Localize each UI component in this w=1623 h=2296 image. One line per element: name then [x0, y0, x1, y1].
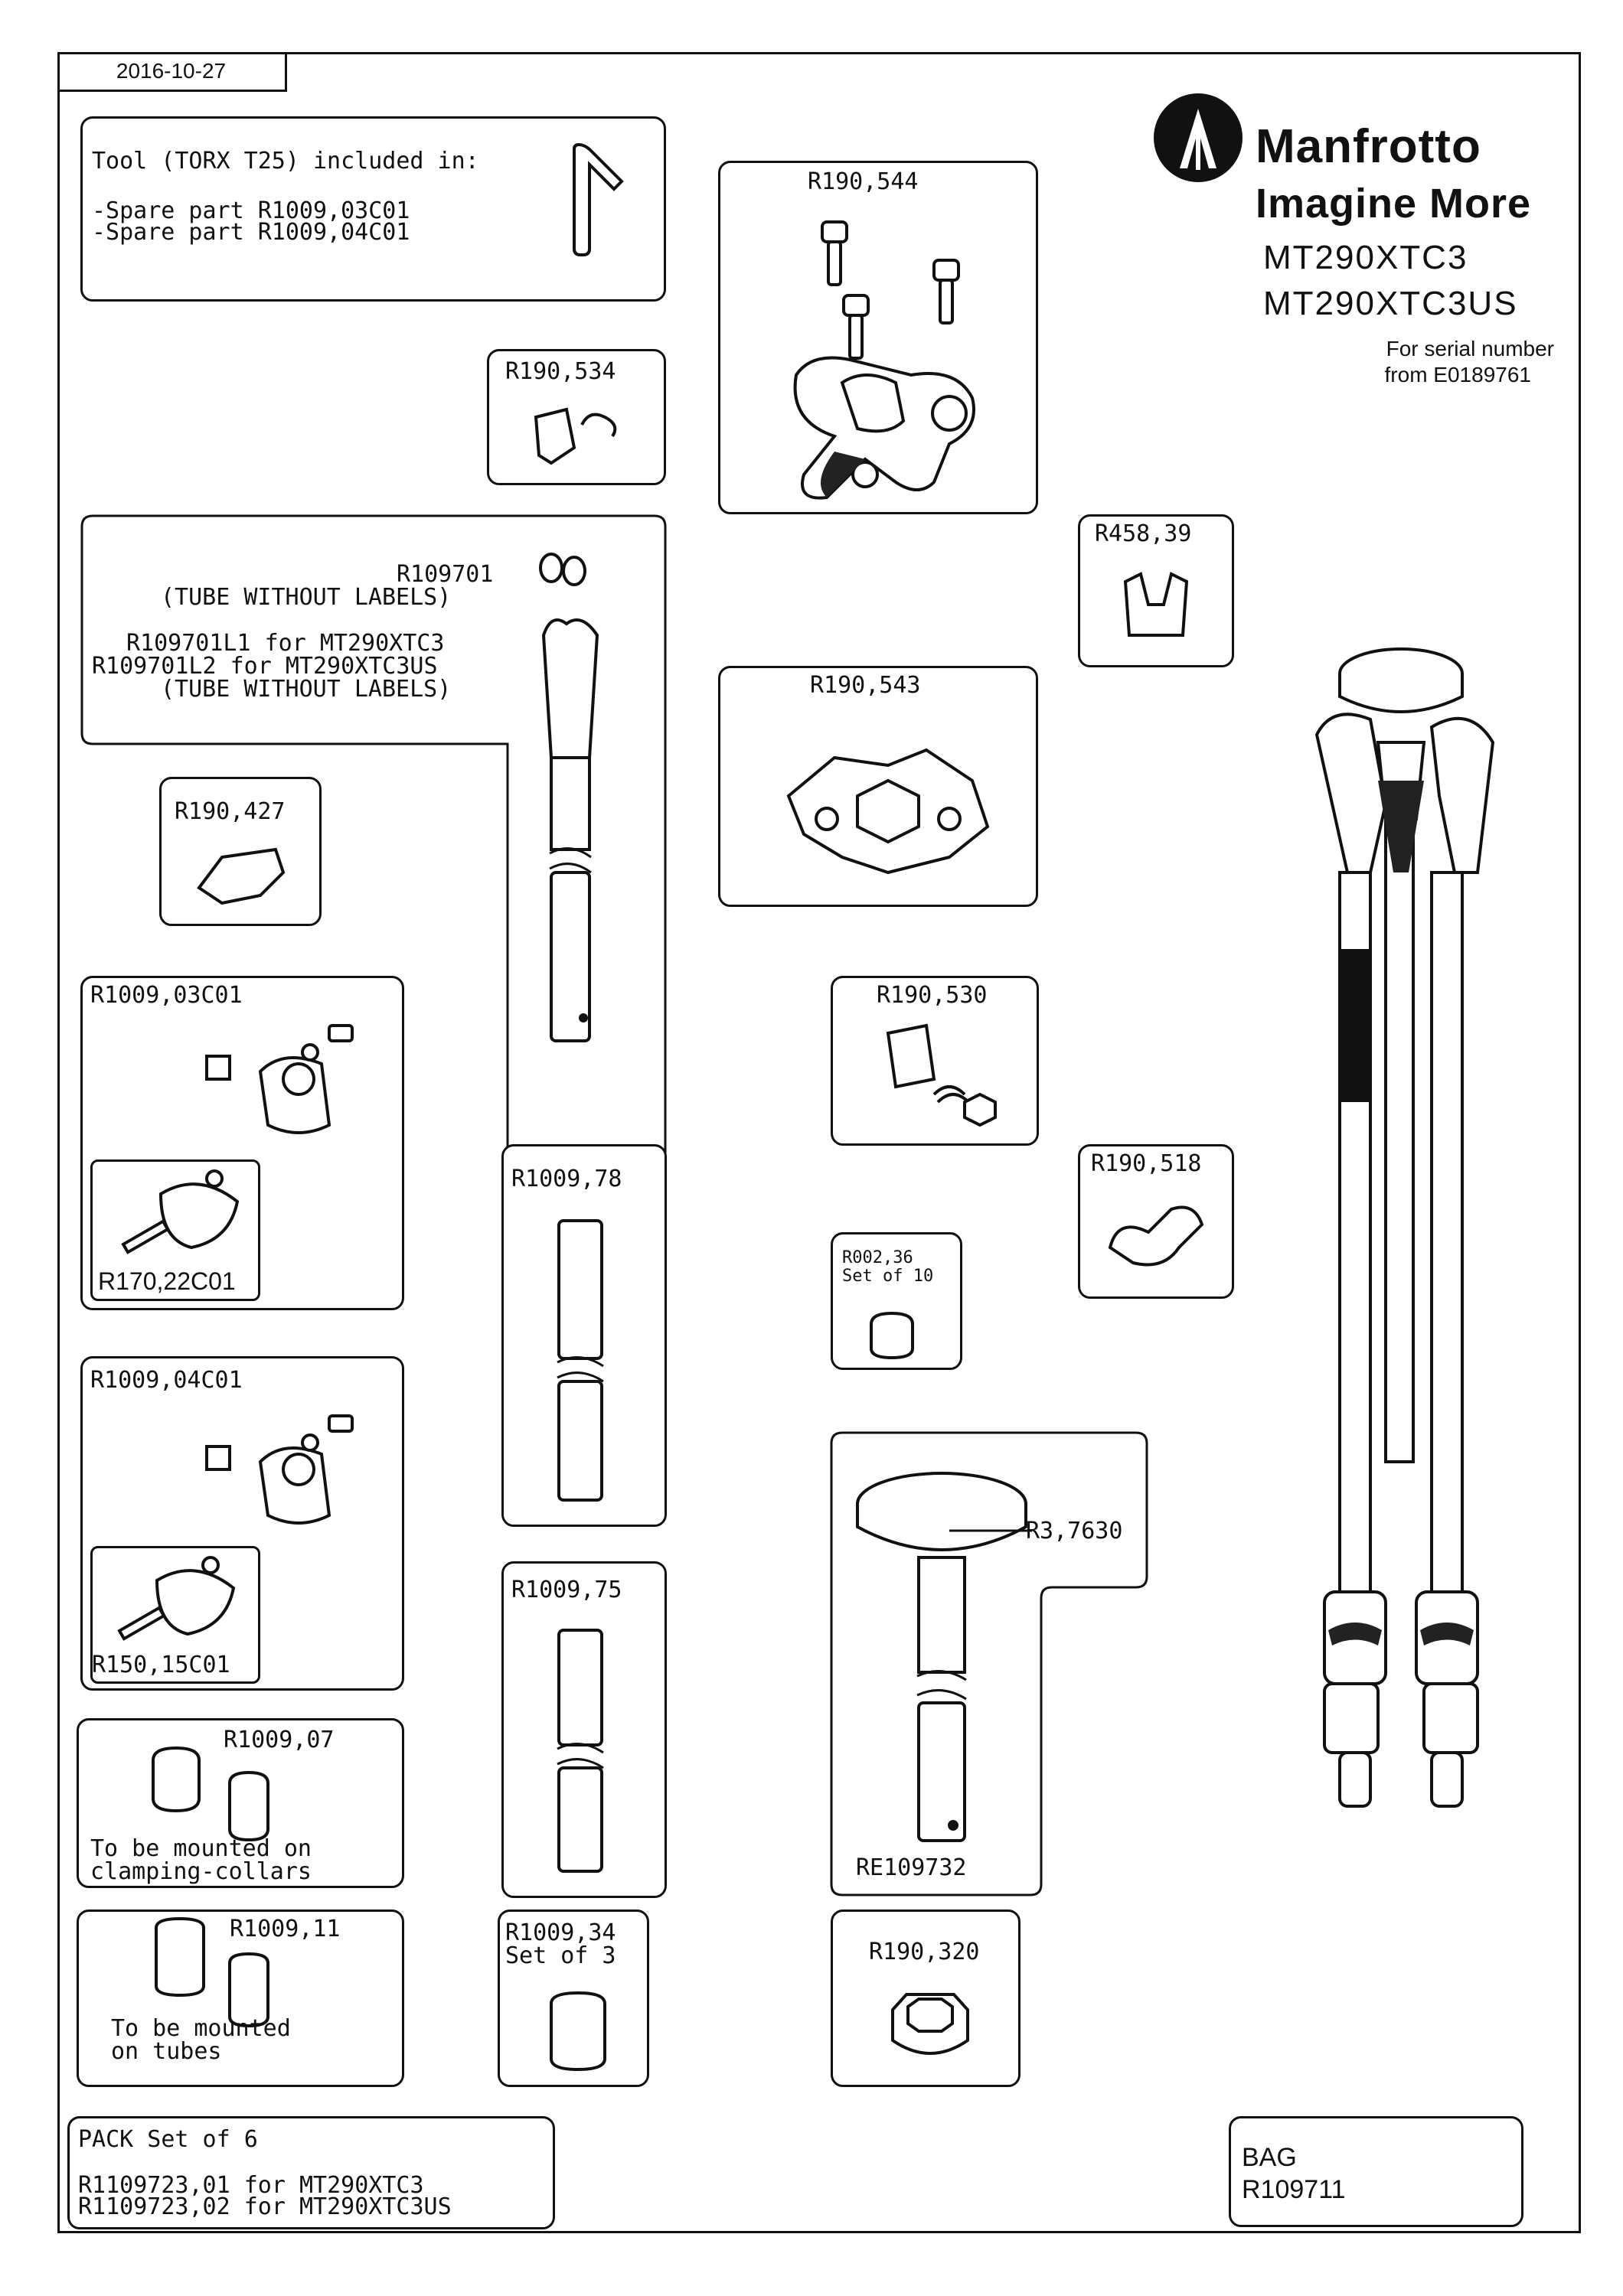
- date-box: 2016-10-27: [57, 52, 287, 92]
- part-box-r458-39: [1078, 514, 1234, 667]
- part-label-r3-7630: R3,7630: [1026, 1518, 1123, 1544]
- foot-icon: [550, 1991, 606, 2072]
- part-note-r1009-07-2: clamping-collars: [90, 1858, 312, 1885]
- clamp-icon: [205, 1024, 354, 1134]
- serial-line-1: For serial number: [1386, 337, 1554, 360]
- tube-icon: [557, 1629, 604, 1873]
- bushing-icon: [891, 1993, 969, 2055]
- tool-note-line1: Tool (TORX T25) included in:: [92, 148, 479, 174]
- brand-name: Manfrotto: [1256, 120, 1481, 173]
- drawing-date: 2016-10-27: [116, 58, 227, 83]
- part-box-r190-518: [1078, 1144, 1234, 1299]
- model-name-2: MT290XTC3US: [1263, 285, 1518, 322]
- serial-line-2: from E0189761: [1384, 363, 1531, 386]
- tube-icon: [539, 553, 599, 1042]
- part-label-r190-320: R190,320: [869, 1939, 980, 1965]
- part-label-re109732: RE109732: [856, 1854, 967, 1881]
- tripod-illustration-icon: [1314, 647, 1495, 1808]
- part-label-r1009-07: R1009,07: [224, 1727, 335, 1753]
- leader-line: [949, 1529, 1032, 1532]
- part-label-r190-534: R190,534: [505, 358, 616, 385]
- spring-clip-icon: [534, 407, 617, 465]
- model-name-1: MT290XTC3: [1263, 239, 1468, 276]
- lock-nut-icon: [886, 1023, 997, 1127]
- manfrotto-logo-icon: [1154, 93, 1243, 182]
- leg-hub-icon: [793, 356, 975, 500]
- part-note-r1009-11-1: To be mounted: [111, 2015, 291, 2042]
- part-note-r109701-1: (TUBE WITHOUT LABELS): [161, 584, 452, 611]
- tool-note-line2: -Spare part R1009,03C01: [92, 197, 410, 224]
- part-set-r002-36: Set of 10: [842, 1267, 934, 1286]
- part-note-r1009-07-1: To be mounted on: [90, 1835, 312, 1862]
- part-label-r109701l2: R109701L2 for MT290XTC3US: [92, 653, 438, 680]
- part-label-r1009-78: R1009,78: [511, 1166, 622, 1192]
- bag-title: BAG: [1242, 2143, 1297, 2172]
- part-box-re109732: [830, 1431, 1148, 1896]
- lever-icon: [117, 1556, 236, 1641]
- part-note-r109701-2: (TUBE WITHOUT LABELS): [161, 676, 452, 703]
- part-note-r1009-11-2: on tubes: [111, 2038, 222, 2065]
- part-label-r150-15c01: R150,15C01: [92, 1652, 230, 1678]
- clamp-icon: [205, 1414, 354, 1525]
- part-box-r1009-11: [77, 1910, 404, 2087]
- part-box-r002-36: [831, 1232, 962, 1370]
- part-box-r190-427: [159, 777, 322, 926]
- part-label-r1009-11: R1009,11: [230, 1916, 341, 1942]
- screw-icon: [821, 220, 960, 360]
- part-label-r1009-04c01: R1009,04C01: [90, 1367, 243, 1394]
- tool-note-line3: -Spare part R1009,04C01: [92, 219, 410, 246]
- part-label-r109701: R109701: [397, 561, 494, 588]
- part-label-r190-427: R190,427: [175, 798, 286, 825]
- part-label-r1009-03c01: R1009,03C01: [90, 982, 243, 1009]
- part-label-r002-36: R002,36: [842, 1248, 913, 1267]
- bag-code: R109711: [1242, 2175, 1346, 2204]
- part-set-r1009-34: Set of 3: [505, 1942, 616, 1969]
- bracket-icon: [197, 847, 286, 905]
- part-label-r190-530: R190,530: [877, 982, 988, 1009]
- tube-end-icon: [155, 1916, 269, 2028]
- tool-note-box: [80, 116, 666, 302]
- part-label-r109701l1: R109701L1 for MT290XTC3: [126, 630, 445, 657]
- spider-icon: [786, 748, 990, 875]
- collar-icon: [152, 1746, 269, 1842]
- part-label-r1009-75: R1009,75: [511, 1577, 622, 1603]
- part-label-r458-39: R458,39: [1095, 520, 1192, 547]
- pack-title: PACK Set of 6: [78, 2126, 258, 2153]
- bag-box: [1229, 2116, 1523, 2227]
- wing-knob-icon: [1108, 1205, 1204, 1267]
- center-column-icon: [856, 1472, 1027, 1842]
- torx-key-icon: [573, 142, 624, 256]
- part-label-r190-518: R190,518: [1091, 1150, 1202, 1177]
- part-label-r1009-34: R1009,34: [505, 1919, 616, 1946]
- brand-tagline: Imagine More: [1256, 181, 1532, 227]
- tube-icon: [557, 1219, 604, 1502]
- cap-icon: [870, 1311, 914, 1360]
- drawing-frame: [57, 52, 1581, 2233]
- pack-box: [67, 2116, 555, 2229]
- part-box-r190-534: [487, 349, 666, 485]
- pack-line-2: R1109723,02 for MT290XTC3US: [78, 2193, 452, 2220]
- part-label-r190-543: R190,543: [810, 672, 921, 699]
- lever-icon: [121, 1169, 240, 1254]
- part-box-r190-530: [831, 976, 1039, 1146]
- part-label-r170-22c01: R170,22C01: [98, 1267, 236, 1295]
- pack-line-1: R1109723,01 for MT290XTC3: [78, 2172, 424, 2199]
- clip-icon: [1123, 572, 1189, 637]
- part-label-r190-544: R190,544: [808, 168, 919, 195]
